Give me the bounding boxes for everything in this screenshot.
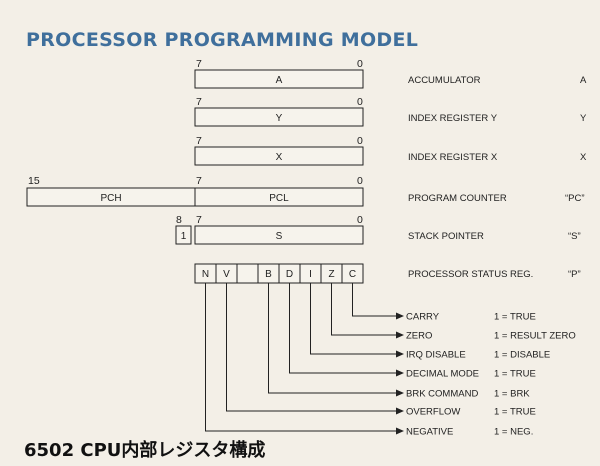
flag-connector bbox=[331, 283, 396, 336]
pcl-label: PCL bbox=[269, 193, 289, 204]
register-name: X bbox=[276, 152, 283, 163]
flag-connector bbox=[205, 283, 396, 432]
arrow-icon bbox=[396, 350, 404, 358]
pch-label: PCH bbox=[100, 193, 121, 204]
arrow-icon bbox=[396, 407, 404, 415]
register-box bbox=[194, 146, 364, 166]
register-symbol: X bbox=[580, 152, 587, 163]
register-description: INDEX REGISTER X bbox=[408, 152, 498, 163]
register-symbol: Y bbox=[580, 113, 587, 124]
status-bit-d: D bbox=[286, 269, 293, 280]
bit-label: 0 bbox=[357, 96, 363, 108]
arrow-icon bbox=[396, 389, 404, 397]
flag-meaning: 1 = TRUE bbox=[494, 407, 536, 418]
flag-name: BRK COMMAND bbox=[406, 389, 478, 400]
flag-name: IRQ DISABLE bbox=[406, 350, 466, 361]
flag-name: DECIMAL MODE bbox=[406, 369, 479, 380]
register-symbol: “S” bbox=[568, 231, 581, 242]
register-symbol: “P” bbox=[568, 269, 581, 280]
register-description: ACCUMULATOR bbox=[408, 75, 481, 86]
bit-label: 0 bbox=[357, 135, 363, 147]
arrow-icon bbox=[396, 312, 404, 320]
flag-name: NEGATIVE bbox=[406, 427, 453, 438]
arrow-icon bbox=[396, 427, 404, 435]
register-description: PROGRAM COUNTER bbox=[408, 193, 507, 204]
pcl-box bbox=[194, 187, 364, 207]
flag-name: CARRY bbox=[406, 312, 440, 323]
bit-label: 7 bbox=[196, 135, 202, 147]
flag-meaning: 1 = NEG. bbox=[494, 427, 533, 438]
status-bit-i: I bbox=[309, 269, 312, 280]
register-symbol: “PC” bbox=[565, 193, 585, 204]
flag-meaning: 1 = DISABLE bbox=[494, 350, 550, 361]
bit-label: 7 bbox=[196, 214, 202, 226]
diagram-caption: 6502 CPU内部レジスタ構成 bbox=[24, 439, 265, 461]
flag-meaning: 1 = TRUE bbox=[494, 312, 536, 323]
register-description: PROCESSOR STATUS REG. bbox=[408, 269, 533, 280]
fixed-bit-value: 1 bbox=[181, 231, 187, 242]
arrow-icon bbox=[396, 331, 404, 339]
status-bit-c: C bbox=[349, 269, 356, 280]
bit-label: 7 bbox=[196, 58, 202, 70]
bit-label: 0 bbox=[357, 58, 363, 70]
accumulator-register: 7 0 A ACCUMULATOR A bbox=[194, 58, 587, 89]
flag-connector bbox=[352, 283, 396, 317]
bit-label: 0 bbox=[357, 175, 363, 187]
arrow-icon bbox=[396, 369, 404, 377]
status-bit-v: V bbox=[223, 269, 230, 280]
stack-pointer-register: 8 7 0 1 S STACK POINTER “S” bbox=[175, 214, 581, 245]
register-description: STACK POINTER bbox=[408, 231, 484, 242]
program-counter-register: 15 7 0 PCH PCL PROGRAM COUNTER “PC” bbox=[26, 175, 585, 207]
fixed-bit-box bbox=[175, 225, 192, 245]
flag-connector bbox=[268, 283, 396, 394]
bit-label: 0 bbox=[357, 214, 363, 226]
register-name: Y bbox=[276, 113, 283, 124]
status-bit-b: B bbox=[265, 269, 272, 280]
flag-connector bbox=[310, 283, 396, 355]
register-box bbox=[194, 107, 364, 127]
flag-name: ZERO bbox=[406, 331, 432, 342]
bit-label: 8 bbox=[176, 214, 182, 226]
flag-name: OVERFLOW bbox=[406, 407, 460, 418]
register-name: S bbox=[276, 231, 283, 242]
index-y-register: 7 0 Y INDEX REGISTER Y Y bbox=[194, 96, 587, 127]
index-x-register: 7 0 X INDEX REGISTER X X bbox=[194, 135, 587, 166]
register-name: A bbox=[276, 75, 283, 86]
flag-legend: CARRY 1 = TRUE ZERO 1 = RESULT ZERO IRQ DISA… bbox=[205, 283, 576, 438]
register-box bbox=[194, 225, 364, 245]
register-box bbox=[194, 69, 364, 89]
bit-label: 15 bbox=[28, 175, 40, 187]
status-bit-n: N bbox=[202, 269, 209, 280]
register-description: INDEX REGISTER Y bbox=[408, 113, 498, 124]
status-register: N V B D I Z C PROCESSOR STATUS REG. “P” bbox=[194, 263, 581, 284]
bit-label: 7 bbox=[196, 175, 202, 187]
diagram-title: PROCESSOR PROGRAMMING MODEL bbox=[26, 29, 418, 51]
register-symbol: A bbox=[580, 75, 587, 86]
status-bit-z: Z bbox=[328, 269, 334, 280]
flag-meaning: 1 = BRK bbox=[494, 389, 530, 400]
bit-label: 7 bbox=[196, 96, 202, 108]
flag-meaning: 1 = RESULT ZERO bbox=[494, 331, 576, 342]
flag-connector bbox=[289, 283, 396, 374]
flag-meaning: 1 = TRUE bbox=[494, 369, 536, 380]
flag-connector bbox=[226, 283, 396, 412]
